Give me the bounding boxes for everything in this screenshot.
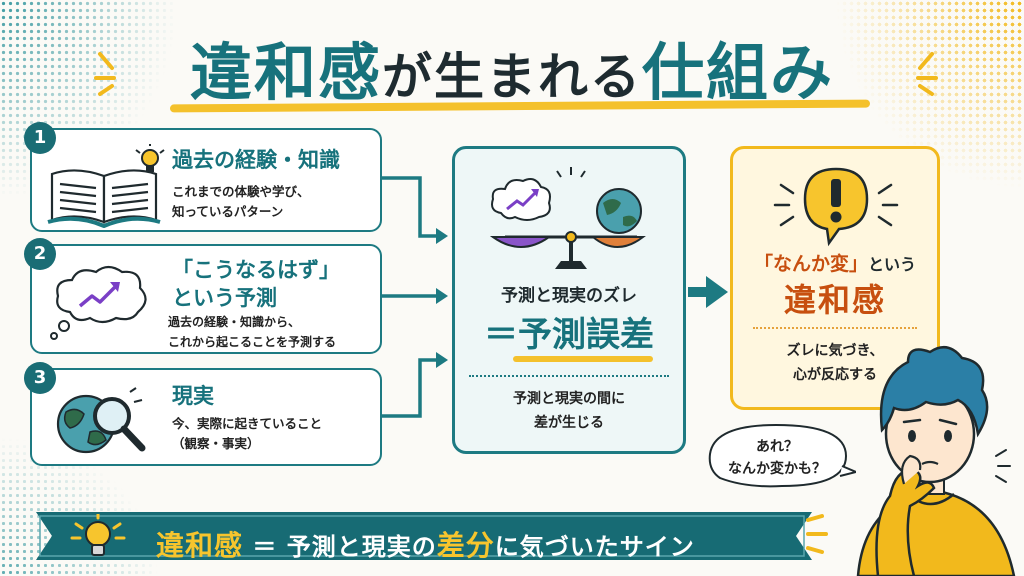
result-heading: 「なんか変」という bbox=[733, 249, 937, 276]
speech-bubble: あれ？ なんか変かも？ bbox=[706, 422, 856, 492]
banner-keyword: 違和感 bbox=[156, 529, 244, 562]
title-part: が bbox=[382, 48, 434, 106]
step-heading-line: 「こうなるはず」 bbox=[172, 258, 340, 282]
spark-lines-icon bbox=[806, 514, 828, 554]
discomfort-result-box: 「なんか変」という 違和感 ズレに気づき、 心が反応する bbox=[730, 146, 940, 410]
step-number: 2 bbox=[24, 238, 56, 270]
divider bbox=[469, 375, 669, 377]
divider bbox=[753, 327, 917, 329]
arrow-step3 bbox=[382, 358, 438, 418]
banner-keyword: 差分 bbox=[436, 529, 495, 562]
spark-lines-icon bbox=[94, 52, 116, 96]
highlight-underline bbox=[513, 356, 653, 362]
step-heading: 現実 bbox=[172, 384, 214, 408]
center-equation: ＝予測誤差 bbox=[455, 307, 683, 356]
speech-bubble-shape bbox=[708, 423, 856, 488]
result-suffix: という bbox=[868, 255, 917, 274]
banner-text-segment: に気づいたサイン bbox=[494, 533, 695, 561]
title-part: 生まれる bbox=[434, 48, 642, 106]
step-description-line: 今、実際に起きていること bbox=[172, 416, 323, 431]
exclamation-bubble-icon bbox=[773, 167, 899, 247]
page-title: 違和感が生まれる仕組み bbox=[0, 22, 1024, 112]
step-description-line: これまでの体験や学び、 bbox=[172, 184, 310, 199]
center-note-line: 予測と現実の間に bbox=[513, 391, 625, 407]
title-part: 違和感 bbox=[189, 36, 382, 109]
step-description-line: 知っているパターン bbox=[172, 204, 284, 219]
step-description: 過去の経験・知識から、 これから起こることを予測する bbox=[168, 312, 336, 352]
step-number: 1 bbox=[24, 122, 56, 154]
result-keyword: 違和感 bbox=[783, 281, 886, 319]
center-note: 予測と現実の間に 差が生じる bbox=[455, 387, 683, 435]
balance-scale-icon bbox=[489, 167, 646, 269]
step-description: これまでの体験や学び、 知っているパターン bbox=[172, 182, 310, 222]
step-description-line: （観察・事実） bbox=[172, 436, 260, 451]
banner-ribbon-shape bbox=[36, 512, 812, 560]
banner-text-segment: ＝ 予測と現実の bbox=[243, 533, 437, 561]
center-title: 予測と現実のズレ bbox=[501, 286, 637, 306]
center-note-line: 差が生じる bbox=[534, 415, 604, 431]
globe-magnifier-icon bbox=[56, 387, 146, 454]
thinking-person-illustration bbox=[856, 345, 1016, 576]
lightbulb-icon bbox=[70, 514, 126, 556]
speech-line: なんか変かも？ bbox=[728, 461, 826, 477]
arrow-step1 bbox=[382, 176, 438, 238]
title-part: 仕組み bbox=[642, 36, 835, 109]
banner-text: 違和感 ＝ 予測と現実の差分に気づいたサイン bbox=[156, 524, 695, 564]
prediction-error-term: 予測誤差 bbox=[518, 315, 654, 355]
step-box-prediction: 2 「こうなるはず」 という予測 過去の経験・知識から、 これから起こることを予… bbox=[24, 238, 382, 354]
step-description-line: これから起こることを予測する bbox=[168, 335, 337, 349]
result-note-line: ズレに気づき、 bbox=[786, 343, 884, 359]
prediction-error-box: 予測と現実のズレ ＝予測誤差 予測と現実の間に 差が生じる bbox=[452, 146, 686, 454]
step-description-line: 過去の経験・知識から、 bbox=[168, 315, 301, 329]
speech-bubble-text: あれ？ なんか変かも？ bbox=[706, 436, 848, 480]
thought-cloud-chart-icon bbox=[50, 265, 147, 340]
step-box-reality: 3 現実 今、実際に起きていること （観察・事実） bbox=[24, 362, 382, 466]
speech-line: あれ？ bbox=[756, 439, 798, 455]
step-heading-line: という予測 bbox=[172, 286, 277, 310]
conclusion-banner: 違和感 ＝ 予測と現実の差分に気づいたサイン bbox=[36, 508, 812, 564]
result-note-line: 心が反応する bbox=[793, 367, 877, 383]
equals-sign: ＝ bbox=[484, 315, 518, 355]
step-number: 3 bbox=[24, 362, 56, 394]
result-quote: 「なんか変」 bbox=[753, 253, 868, 275]
result-note: ズレに気づき、 心が反応する bbox=[733, 339, 937, 387]
step-heading: 「こうなるはず」 という予測 bbox=[172, 256, 340, 312]
open-book-lightbulb-icon bbox=[47, 144, 165, 228]
spark-lines-icon bbox=[916, 52, 938, 96]
step-description: 今、実際に起きていること （観察・事実） bbox=[172, 414, 322, 454]
arrow-to-result bbox=[706, 276, 728, 308]
step-box-experience: 1 過去の経験・知識 これまでの体験や学び、 知っているパターン bbox=[24, 122, 382, 232]
step-heading: 過去の経験・知識 bbox=[172, 148, 340, 172]
